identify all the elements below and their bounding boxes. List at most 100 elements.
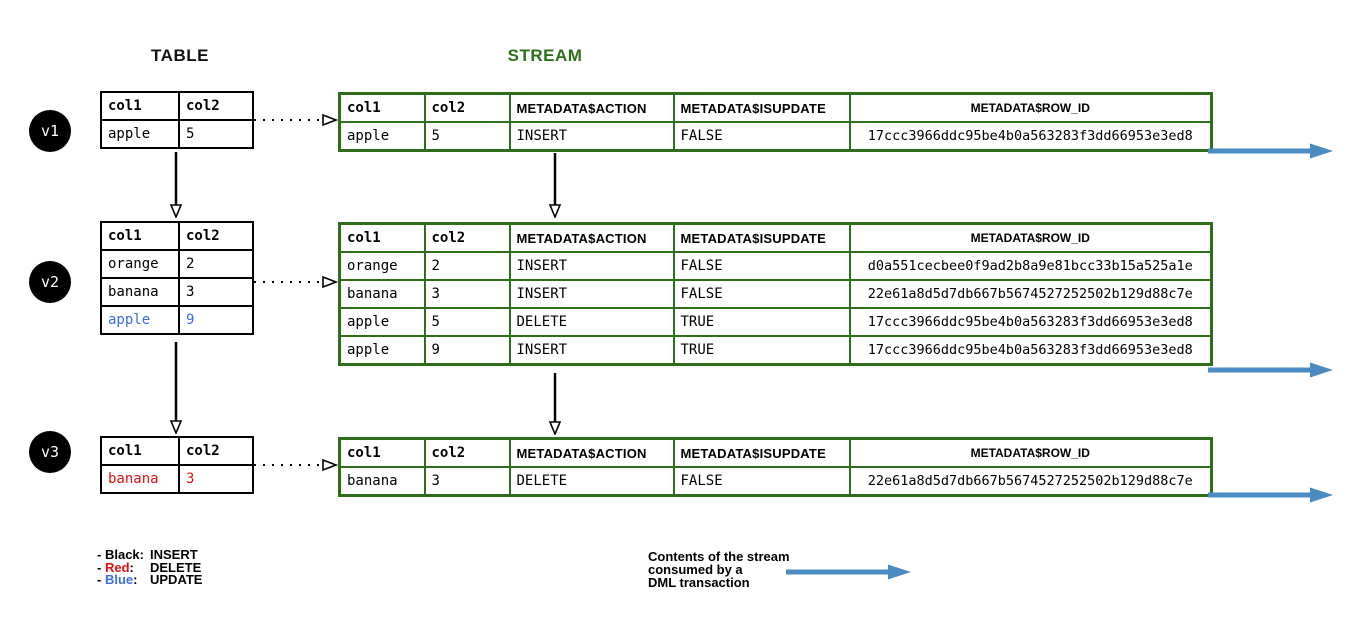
header-cell: METADATA$ROW_ID	[848, 222, 1213, 253]
dotted-connector-arrow	[254, 458, 338, 472]
version-badge-v2: v2	[29, 261, 71, 303]
stream-cell: INSERT	[508, 121, 675, 152]
header-cell: col1	[100, 221, 180, 251]
stream-table-v3: col1 col2 METADATA$ACTION METADATA$ISUPD…	[338, 437, 1213, 497]
stream-consume-arrow-v3	[1208, 487, 1333, 503]
header-cell: METADATA$ACTION	[508, 92, 675, 123]
stream-cell: banana	[338, 279, 426, 309]
table-row: orange 2	[100, 249, 254, 279]
stream-cell: TRUE	[672, 307, 851, 337]
stream-row: banana 3 DELETE FALSE 22e61a8d5d7db667b5…	[338, 466, 1213, 497]
legend-item-delete: - Red: DELETE	[97, 559, 202, 575]
stream-row: banana 3 INSERT FALSE 22e61a8d5d7db667b5…	[338, 279, 1213, 309]
stream-cell: apple	[338, 335, 426, 366]
table-cell: orange	[100, 249, 180, 279]
stream-cell: banana	[338, 466, 426, 497]
stream-cell: FALSE	[672, 279, 851, 309]
stream-cell-rowid: 17ccc3966ddc95be4b0a563283f3dd66953e3ed8	[848, 121, 1213, 152]
legend-item-update: - Blue: UPDATE	[97, 572, 202, 587]
table-header-row: col1 col2	[100, 91, 254, 121]
stream-row: apple 9 INSERT TRUE 17ccc3966ddc95be4b0a…	[338, 335, 1213, 366]
header-cell: col2	[178, 91, 254, 121]
stream-cell-rowid: 17ccc3966ddc95be4b0a563283f3dd66953e3ed8	[848, 307, 1213, 337]
table-cell: apple	[100, 119, 180, 149]
color-legend: - Black: INSERT - Red: DELETE - Blue: UP…	[97, 547, 202, 587]
legend-action: INSERT	[150, 547, 198, 562]
stream-cell: DELETE	[508, 466, 675, 497]
source-table-v2: col1 col2 orange 2 banana 3 apple 9	[100, 221, 254, 335]
legend-key: - Blue:	[97, 572, 138, 587]
stream-row: apple 5 INSERT FALSE 17ccc3966ddc95be4b0…	[338, 121, 1213, 152]
stream-cell: INSERT	[508, 335, 675, 366]
stream-cell: INSERT	[508, 251, 675, 281]
header-cell: METADATA$ACTION	[508, 222, 675, 253]
header-cell: col2	[178, 436, 254, 466]
table-cell: 2	[178, 249, 254, 279]
table-row-updated: apple 9	[100, 305, 254, 335]
header-cell: col1	[100, 91, 180, 121]
legend-item-insert: - Black: INSERT	[97, 547, 202, 562]
table-cell: apple	[100, 305, 180, 335]
header-cell: METADATA$ROW_ID	[848, 92, 1213, 123]
header-cell: METADATA$ISUPDATE	[672, 437, 851, 468]
legend-action: DELETE	[150, 559, 202, 575]
header-cell: col2	[423, 92, 511, 123]
stream-cell: FALSE	[672, 466, 851, 497]
stream-cell: TRUE	[672, 335, 851, 366]
header-cell: METADATA$ACTION	[508, 437, 675, 468]
dotted-connector-arrow	[254, 113, 338, 127]
table-row-deleted: banana 3	[100, 464, 254, 494]
table-cell: 5	[178, 119, 254, 149]
header-cell: col1	[338, 222, 426, 253]
stream-cell: orange	[338, 251, 426, 281]
stream-section-title: STREAM	[507, 46, 583, 65]
table-row: banana 3	[100, 277, 254, 307]
stream-cell: apple	[338, 307, 426, 337]
table-cell: banana	[100, 464, 180, 494]
stream-cell: FALSE	[672, 121, 851, 152]
table-version-arrow-v1-v2	[169, 152, 183, 218]
header-cell: col1	[338, 437, 426, 468]
stream-cell: FALSE	[672, 251, 851, 281]
source-table-v1: col1 col2 apple 5	[100, 91, 254, 149]
legend-key: - Black:	[97, 547, 145, 562]
stream-consume-arrow-v1	[1208, 143, 1333, 159]
stream-cell: DELETE	[508, 307, 675, 337]
stream-cell: 9	[423, 335, 511, 366]
header-cell: col2	[423, 437, 511, 468]
header-cell: col1	[100, 436, 180, 466]
stream-version-arrow-v1-v2	[548, 153, 562, 218]
stream-cell: INSERT	[508, 279, 675, 309]
source-table-v3: col1 col2 banana 3	[100, 436, 254, 494]
table-row: apple 5	[100, 119, 254, 149]
stream-header-row: col1 col2 METADATA$ACTION METADATA$ISUPD…	[338, 437, 1213, 468]
stream-cell: 2	[423, 251, 511, 281]
stream-cell: 3	[423, 279, 511, 309]
stream-cell: 3	[423, 466, 511, 497]
note-line: consumed by a	[648, 562, 743, 577]
header-cell: col2	[178, 221, 254, 251]
dotted-connector-arrow	[254, 275, 338, 289]
table-cell: 3	[178, 464, 254, 494]
legend-key: - Red:	[97, 559, 134, 575]
note-line: DML transaction	[648, 575, 750, 590]
header-cell: METADATA$ISUPDATE	[672, 222, 851, 253]
table-cell: 3	[178, 277, 254, 307]
stream-cell-rowid: 17ccc3966ddc95be4b0a563283f3dd66953e3ed8	[848, 335, 1213, 366]
version-badge-v3: v3	[29, 431, 71, 473]
header-cell: col1	[338, 92, 426, 123]
note-line: Contents of the stream	[648, 549, 790, 564]
table-version-arrow-v2-v3	[169, 342, 183, 434]
stream-table-v1: col1 col2 METADATA$ACTION METADATA$ISUPD…	[338, 92, 1213, 152]
stream-cell-rowid: d0a551cecbee0f9ad2b8a9e81bcc33b15a525a1e	[848, 251, 1213, 281]
stream-consumption-note: Contents of the stream consumed by a DML…	[648, 550, 790, 589]
table-header-row: col1 col2	[100, 436, 254, 466]
stream-version-arrow-v2-v3	[548, 373, 562, 435]
stream-row: orange 2 INSERT FALSE d0a551cecbee0f9ad2…	[338, 251, 1213, 281]
table-section-title: TABLE	[151, 46, 209, 65]
stream-row: apple 5 DELETE TRUE 17ccc3966ddc95be4b0a…	[338, 307, 1213, 337]
version-badge-v1: v1	[29, 110, 71, 152]
annotation-arrow	[786, 564, 911, 580]
stream-cell: apple	[338, 121, 426, 152]
stream-table-v2: col1 col2 METADATA$ACTION METADATA$ISUPD…	[338, 222, 1213, 366]
